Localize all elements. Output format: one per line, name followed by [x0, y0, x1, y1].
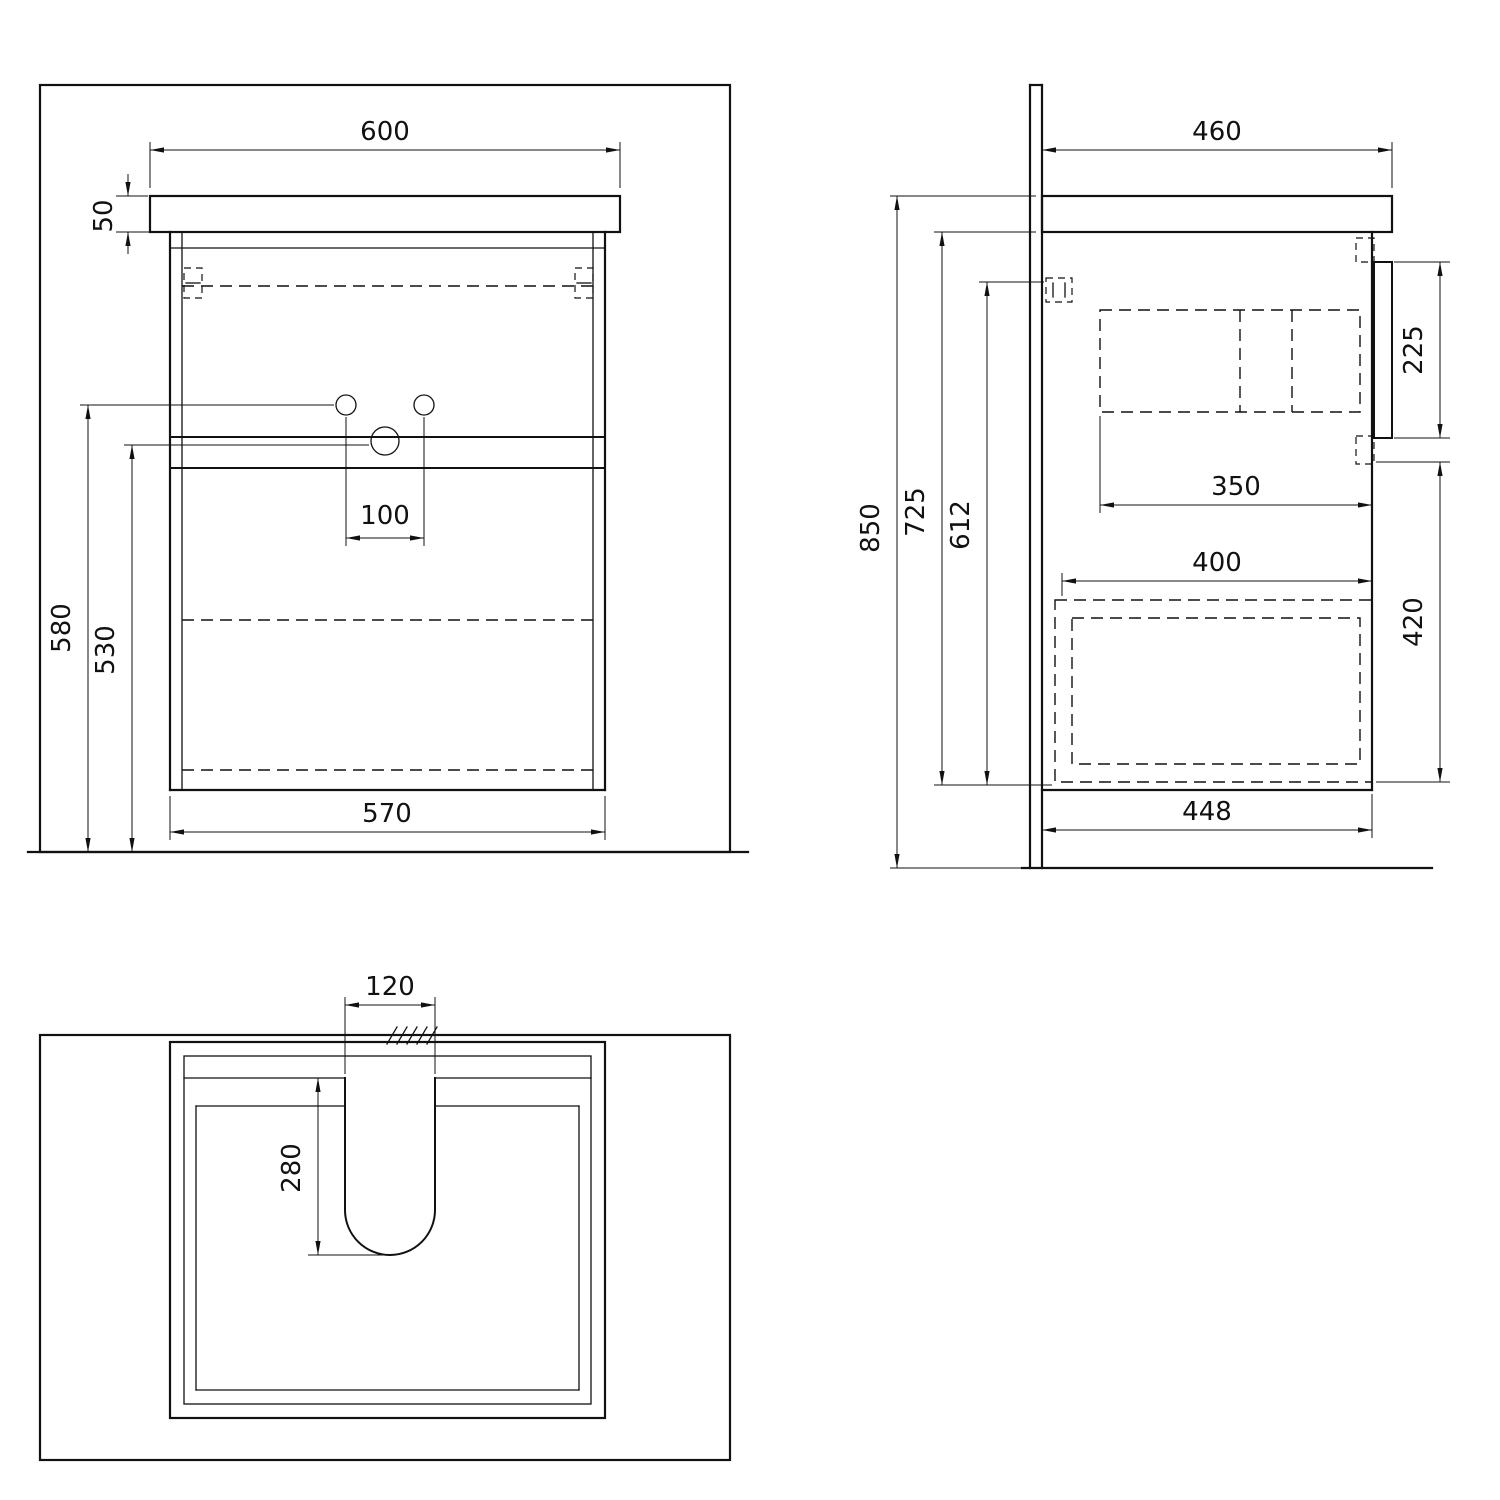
- dim-side-carcass-depth: 448: [1182, 797, 1232, 827]
- drawer-front-panel: [1373, 261, 1393, 439]
- faucet-hole-right: [413, 394, 435, 416]
- top-view: 120 280: [38, 972, 732, 1462]
- dim-top-cutout-depth: 280: [277, 1143, 307, 1193]
- top-view-dimensions: 120 280: [277, 972, 436, 1256]
- side-view-outline: [1020, 83, 1434, 870]
- dim-side-shelf-depth: 400: [1192, 548, 1242, 578]
- dim-front-holes-to-floor: 580: [47, 603, 77, 653]
- side-view: 460 850 725 612 225 350: [856, 83, 1450, 870]
- dim-front-faucet-spacing: 100: [360, 501, 410, 531]
- side-view-dimensions: 460 850 725 612 225 350: [856, 117, 1450, 869]
- dim-front-rail-to-floor: 530: [91, 625, 121, 675]
- front-view: 600 50 100 580 530 570: [26, 83, 750, 854]
- drawer-box-hidden: [1099, 309, 1361, 413]
- hinge-plate: [1045, 277, 1073, 303]
- dim-front-countertop-thickness: 50: [89, 199, 119, 232]
- dim-top-cutout-width: 120: [365, 972, 415, 1002]
- drain-hole: [370, 426, 400, 456]
- faucet-hole-left: [335, 394, 357, 416]
- front-view-dimensions: 600 50 100 580 530 570: [47, 117, 621, 852]
- top-view-outline: [38, 1026, 732, 1462]
- dim-side-lower-opening-height: 420: [1399, 597, 1429, 647]
- shelf-hidden: [1054, 599, 1373, 783]
- dim-front-carcass-width: 570: [362, 799, 412, 829]
- dim-front-top-width: 600: [360, 117, 410, 147]
- plumbing-cutout: [344, 1077, 436, 1256]
- dim-side-interior-height: 612: [946, 500, 976, 550]
- dim-side-drawer-depth: 350: [1211, 472, 1261, 502]
- dim-side-carcass-height: 725: [901, 487, 931, 537]
- dim-side-total-height: 850: [856, 503, 886, 553]
- dim-side-top-depth: 460: [1192, 117, 1242, 147]
- front-view-outline: [26, 83, 750, 854]
- dim-side-drawer-front-height: 225: [1399, 325, 1429, 375]
